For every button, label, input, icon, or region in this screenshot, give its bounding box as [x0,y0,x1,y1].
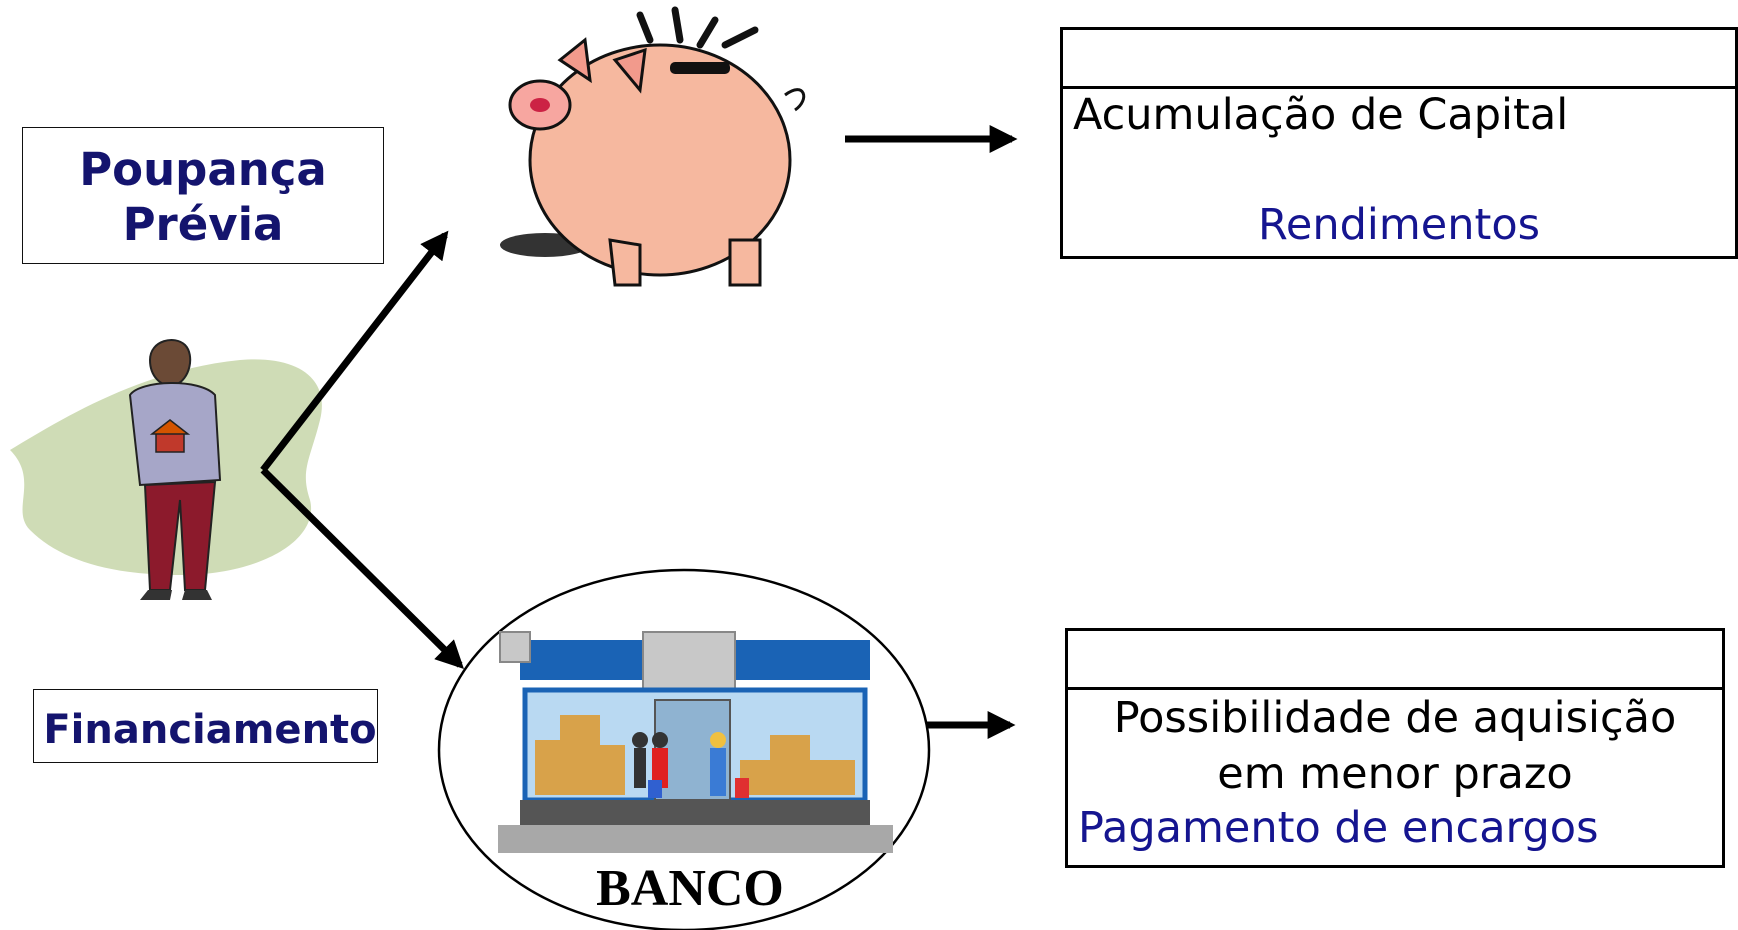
financing-outcome-line1: Possibilidade de aquisição [1113,693,1677,743]
financing-outcome-header [1068,631,1722,690]
financing-outcome-line3: Pagamento de encargos [1078,803,1599,853]
savings-outcome-header [1063,30,1735,89]
financiamento-box: Financiamento [33,689,378,763]
poupanca-line2: Prévia [122,198,284,251]
poupanca-previa-box: Poupança Prévia [22,127,384,264]
arrow-to-savings [260,230,449,473]
financing-outcome-box: Possibilidade de aquisição em menor praz… [1065,628,1725,868]
bank-label: BANCO [596,860,784,917]
poupanca-line1: Poupança [79,143,327,196]
piggy-bank-icon [500,6,806,287]
financing-outcome-line2: em menor prazo [1217,749,1573,799]
financiamento-label: Financiamento [43,707,377,753]
savings-outcome-box: Acumulação de Capital Rendimentos [1060,27,1738,259]
savings-outcome-line1: Acumulação de Capital [1073,90,1569,140]
savings-outcome-line2: Rendimentos [1257,200,1541,250]
person-icon [128,339,222,600]
bank-building-icon [498,631,893,853]
poupanca-previa-label: Poupança Prévia [23,142,383,252]
arrow-to-bank [260,467,464,669]
